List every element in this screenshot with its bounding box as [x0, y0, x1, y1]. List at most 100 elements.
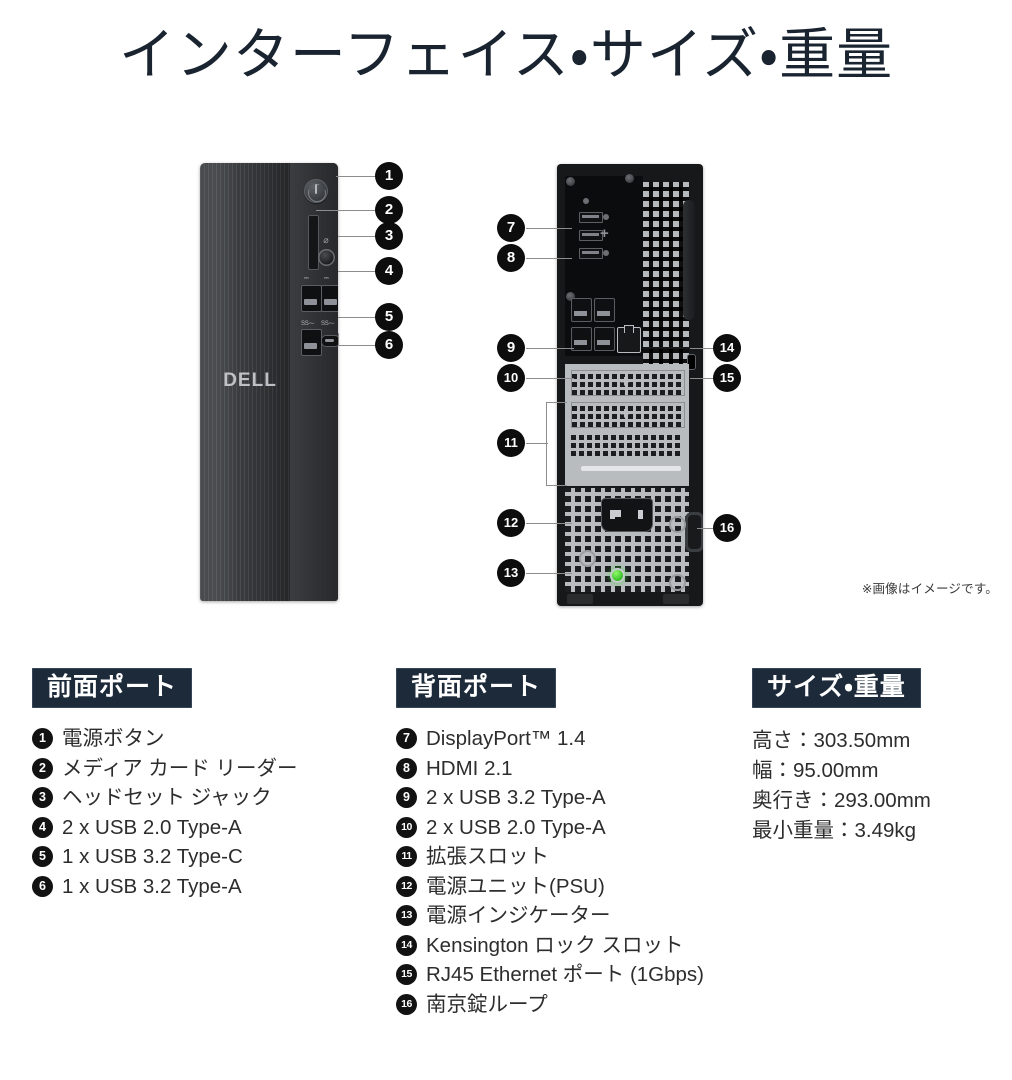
front-ports-list: 1 電源ボタン 2 メディア カード リーダー 3 ヘッドセット ジャック 4 … — [32, 724, 382, 901]
rear-port-label-12: 電源ユニット(PSU) — [426, 874, 605, 898]
rear-port-number-8: 8 — [396, 757, 417, 779]
list-item: 16 南京錠ループ — [396, 990, 746, 1020]
callout-8: 8 — [498, 245, 524, 271]
front-port-number-6: 6 — [32, 875, 53, 897]
rear-port-number-7: 7 — [396, 728, 417, 749]
rear-screw-top-left — [566, 177, 575, 186]
expansion-vent — [571, 434, 683, 456]
dell-logo: DELL — [223, 370, 277, 391]
media-card-reader-slot-icon — [308, 215, 319, 270]
power-connector-icon — [601, 498, 653, 532]
front-panel-texture — [200, 163, 290, 601]
callout-3: 3 — [376, 223, 402, 249]
padlock-loop-icon — [685, 512, 703, 552]
front-usb-a-port-2-icon — [321, 285, 338, 312]
product-diagram: ⌀ ⎓ ⎓ SS⁓ SS⁓ DELL 1 2 3 4 5 6 + — [0, 140, 1012, 630]
displayport-1-icon — [579, 212, 603, 223]
callout-10: 10 — [498, 365, 524, 391]
size-weight-height: 高さ：303.50mm — [752, 729, 911, 752]
expansion-slot-1-cross-icon: + — [620, 372, 630, 391]
list-item: 1 電源ボタン — [32, 724, 382, 754]
rear-port-number-11: 11 — [396, 846, 417, 867]
rear-screw-top-mid — [625, 174, 634, 183]
leader-line-8 — [526, 258, 572, 259]
headset-jack-icon — [318, 249, 335, 266]
rear-port-number-10: 10 — [396, 816, 417, 838]
rear-side-handle — [683, 200, 695, 320]
expansion-slot-2 — [571, 402, 685, 428]
rear-cross-icon: + — [600, 225, 609, 242]
size-weight-section: サイズ・重量 高さ：303.50mm 幅：95.00mm 奥行き：293.00m… — [752, 668, 1002, 846]
bracket-11 — [546, 402, 567, 486]
rear-screw-mid-left — [566, 292, 575, 301]
size-weight-weight: 最小重量：3.49kg — [752, 819, 917, 842]
list-item: 4 2 x USB 2.0 Type-A — [32, 813, 382, 843]
list-item: 5 1 x USB 3.2 Type-C — [32, 842, 382, 872]
front-port-label-3: ヘッドセット ジャック — [62, 786, 272, 809]
leader-line-9 — [526, 348, 574, 349]
rear-usb-32-port-2-icon — [594, 298, 615, 322]
power-connector-ground-pin — [615, 510, 621, 517]
list-item: 14 Kensington ロック スロット — [396, 931, 746, 961]
page-title: インターフェイス・サイズ・重量 — [118, 23, 894, 86]
size-weight-list: 高さ：303.50mm 幅：95.00mm 奥行き：293.00mm 最小重量：… — [752, 726, 1002, 846]
leader-line-10 — [526, 378, 574, 379]
leader-line-11 — [526, 443, 548, 444]
callout-5: 5 — [376, 304, 402, 330]
leader-line-7 — [526, 228, 572, 229]
callout-16: 16 — [714, 515, 740, 541]
usb20-label-left: ⎓ — [304, 276, 309, 282]
rear-port-number-13: 13 — [396, 905, 417, 926]
expansion-slot-1 — [571, 370, 685, 396]
front-ports-section: 前面ポート 1 電源ボタン 2 メディア カード リーダー 3 ヘッドセット ジ… — [32, 668, 382, 901]
leader-line-13 — [526, 573, 572, 574]
callout-4: 4 — [376, 258, 402, 284]
rj45-ethernet-port-icon — [617, 325, 641, 353]
kensington-lock-slot-icon — [687, 354, 696, 370]
usb20-label-right: ⎓ — [324, 276, 329, 282]
list-item: 7 DisplayPort™ 1.4 — [396, 724, 746, 754]
callout-11: 11 — [498, 430, 524, 456]
headset-jack-symbol-icon: ⌀ — [323, 235, 329, 245]
rear-port-label-16: 南京錠ループ — [426, 992, 548, 1016]
leader-line-2 — [316, 210, 384, 211]
rear-dot-a — [603, 214, 609, 220]
leader-line-4 — [338, 271, 384, 272]
callout-15: 15 — [714, 365, 740, 391]
callout-2: 2 — [376, 197, 402, 223]
callout-1: 1 — [376, 163, 402, 189]
rear-port-number-14: 14 — [396, 934, 417, 956]
leader-line-14 — [690, 348, 718, 349]
leader-line-3 — [338, 236, 384, 237]
front-port-label-2: メディア カード リーダー — [62, 756, 298, 780]
callout-9: 9 — [498, 335, 524, 361]
leader-line-5 — [338, 317, 384, 318]
size-weight-width: 幅：95.00mm — [752, 759, 879, 782]
callout-12: 12 — [498, 510, 524, 536]
rear-foot-right — [663, 594, 689, 604]
leader-line-15 — [690, 378, 718, 379]
image-disclaimer-note: ※画像はイメージです。 — [861, 582, 998, 596]
rear-ports-list: 7 DisplayPort™ 1.4 8 HDMI 2.1 9 2 x USB … — [396, 724, 746, 1019]
rear-chassis-illustration: + + + — [557, 164, 703, 606]
size-weight-depth: 奥行き：293.00mm — [752, 789, 931, 812]
rear-usb-20-group — [571, 327, 615, 351]
rear-usb-32-group — [571, 298, 615, 322]
list-item: 9 2 x USB 3.2 Type-A — [396, 783, 746, 813]
rear-port-label-15: RJ45 Ethernet ポート (1Gbps) — [426, 963, 704, 986]
leader-line-6-vertical — [338, 333, 339, 345]
rear-vent-top — [643, 182, 689, 347]
rear-ports-section: 背面ポート 7 DisplayPort™ 1.4 8 HDMI 2.1 9 2 … — [396, 668, 746, 1019]
list-item: 15 RJ45 Ethernet ポート (1Gbps) — [396, 960, 746, 990]
front-port-number-4: 4 — [32, 816, 53, 838]
callout-7: 7 — [498, 215, 524, 241]
front-port-number-3: 3 — [32, 787, 53, 808]
leader-line-12 — [526, 523, 572, 524]
hdmi-port-icon — [579, 248, 603, 259]
rear-port-label-9: 2 x USB 3.2 Type-A — [426, 786, 606, 809]
spec-columns: 前面ポート 1 電源ボタン 2 メディア カード リーダー 3 ヘッドセット ジ… — [0, 668, 1012, 1068]
front-usb-a-port-1-icon — [301, 285, 322, 312]
leader-line-16 — [697, 528, 718, 529]
displayport-divider-icon — [579, 230, 603, 241]
usb32-label-left: SS⁓ — [301, 321, 315, 327]
